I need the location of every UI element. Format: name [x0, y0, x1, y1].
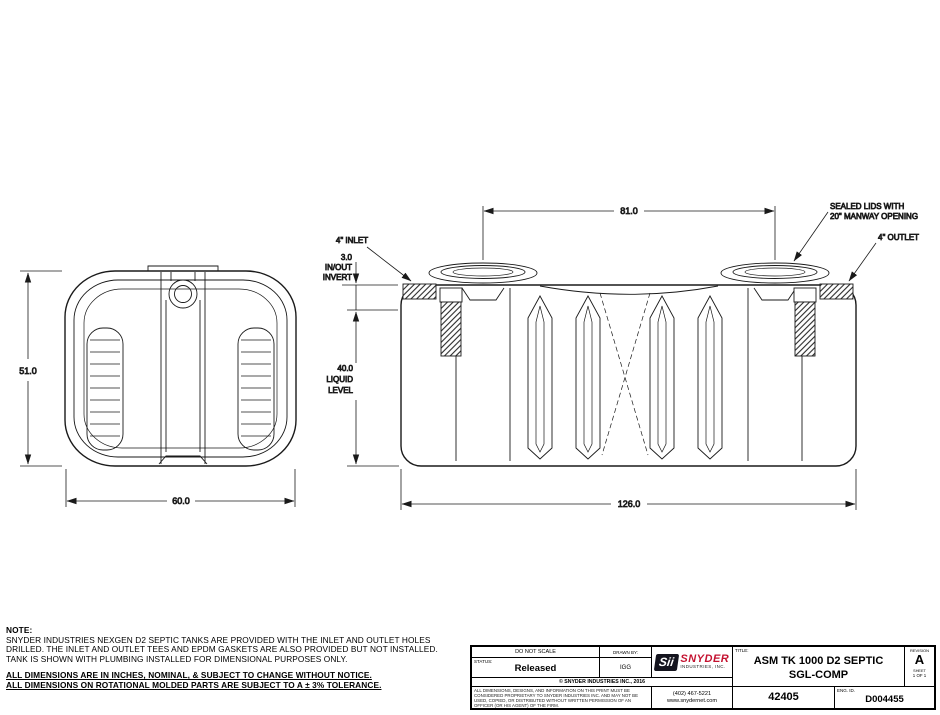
dimension-end-height: 51.0 — [19, 270, 62, 467]
copyright-text: © SNYDER INDUSTRIES INC., 2016 — [472, 678, 733, 687]
sealed-lids-label-2: 20" MANWAY OPENING — [830, 212, 918, 221]
drawn-by-value: IGG — [600, 658, 652, 678]
notes-block: NOTE: SNYDER INDUSTRIES NEXGEN D2 SEPTIC… — [6, 625, 468, 691]
sheet-value: 1 OF 1 — [912, 673, 927, 678]
dimension-invert: 3.0 IN/OUT INVERT — [322, 253, 398, 310]
liquid-level-label-2: LEVEL — [328, 386, 353, 395]
title-label: TITLE: — [735, 648, 749, 653]
eng-id-label: ENG. ID. — [837, 688, 856, 693]
dim-label-60: 60.0 — [172, 496, 190, 506]
outlet-label: 4" OUTLET — [878, 233, 919, 242]
note-tolerance-disclaimer: ALL DIMENSIONS ON ROTATIONAL MOLDED PART… — [6, 679, 382, 690]
dimension-overall-length: 126.0 — [400, 469, 857, 510]
side-view-drawing — [400, 262, 857, 467]
contact-cell: (402) 467-5221 www.snydernet.com — [652, 687, 733, 708]
end-view-top-collar — [147, 265, 219, 271]
sheet-label: SHEET — [913, 669, 926, 673]
mold-parting-hidden-lines — [599, 292, 651, 456]
note-line-3: TANK IS SHOWN WITH PLUMBING INSTALLED FO… — [6, 653, 348, 664]
website: www.snydernet.com — [666, 698, 718, 704]
technical-drawing-canvas: 51.0 60.0 — [19, 202, 920, 510]
snyder-logo-icon: Sii — [653, 653, 679, 671]
callout-sealed-lids: SEALED LIDS WITH 20" MANWAY OPENING — [793, 202, 918, 262]
dim-label-126: 126.0 — [618, 499, 641, 509]
manway-column-left — [455, 287, 511, 461]
logo-company-name: SNYDER — [680, 653, 730, 666]
invert-label-1: IN/OUT — [325, 263, 352, 272]
dimension-end-width: 60.0 — [65, 469, 296, 507]
inlet-plumbing — [402, 283, 463, 357]
note-heading: NOTE: — [6, 625, 33, 635]
do-not-scale-cell: DO NOT SCALE — [472, 647, 600, 658]
company-logo: Sii SNYDER INDUSTRIES, INC. — [652, 647, 733, 678]
side-view-top-contour — [539, 285, 719, 295]
sealed-lids-label-1: SEALED LIDS WITH — [830, 202, 904, 211]
note-dimensions-disclaimer: ALL DIMENSIONS ARE IN INCHES, NOMINAL, &… — [6, 670, 372, 681]
end-view-right-rib-band — [237, 327, 275, 451]
end-view-center-rib — [158, 272, 208, 465]
drawing-title-line-1: ASM TK 1000 D2 SEPTIC — [753, 655, 884, 667]
drawing-title-cell: TITLE: ASM TK 1000 D2 SEPTIC SGL-COMP — [733, 647, 905, 687]
inlet-label: 4" INLET — [336, 236, 368, 245]
outlet-plumbing — [793, 283, 854, 357]
status-cell: STATUS: Released — [472, 658, 600, 678]
title-block: DO NOT SCALE STATUS: Released DRAWN BY: … — [470, 645, 936, 710]
end-view-fitting — [168, 272, 198, 309]
proprietary-legal-text: ALL DIMENSIONS, DESIGNS, AND INFORMATION… — [472, 687, 652, 708]
end-view-inner-contour-2 — [83, 288, 278, 449]
dim-label-40: 40.0 — [337, 364, 353, 373]
dimension-lid-spacing: 81.0 — [482, 206, 776, 260]
revision-cell: REVISION A SHEET 1 OF 1 — [905, 647, 934, 687]
end-view-drawing — [64, 265, 297, 467]
eng-id-cell: ENG. ID. D004455 — [835, 687, 934, 708]
side-view-ribs — [527, 295, 723, 460]
manway-column-right — [747, 287, 803, 461]
drawn-by-label: DRAWN BY: — [600, 647, 652, 658]
note-line-1: SNYDER INDUSTRIES NEXGEN D2 SEPTIC TANKS… — [6, 634, 431, 645]
end-view-outline — [64, 270, 297, 467]
revision-label: REVISION — [909, 648, 930, 653]
dim-label-81: 81.0 — [620, 206, 638, 216]
phone-number: (402) 467-5221 — [672, 691, 712, 697]
end-view-inner-contour-1 — [73, 279, 288, 458]
callout-inlet: 4" INLET — [336, 236, 412, 282]
side-view-outline — [400, 284, 857, 467]
drawing-title-line-2: SGL-COMP — [788, 669, 849, 681]
manway-lid-left — [428, 262, 538, 284]
logo-company-subtitle: INDUSTRIES, INC. — [680, 664, 726, 670]
liquid-level-label-1: LIQUID — [326, 375, 353, 384]
part-number: 42405 — [733, 687, 835, 708]
manway-lid-right — [720, 262, 830, 284]
status-value: Released — [514, 663, 557, 674]
dimension-liquid-level: 40.0 LIQUID LEVEL — [326, 309, 399, 467]
dim-label-51: 51.0 — [19, 366, 37, 376]
callout-outlet: 4" OUTLET — [848, 233, 920, 282]
note-line-2: DRILLED. THE INLET AND OUTLET TEES AND E… — [6, 644, 438, 655]
revision-value: A — [914, 652, 925, 667]
end-view-left-rib-band — [86, 327, 124, 451]
dim-label-3: 3.0 — [341, 253, 353, 262]
invert-label-2: INVERT — [323, 273, 352, 282]
status-label: STATUS: — [474, 659, 493, 664]
eng-id-value: D004455 — [865, 694, 904, 705]
